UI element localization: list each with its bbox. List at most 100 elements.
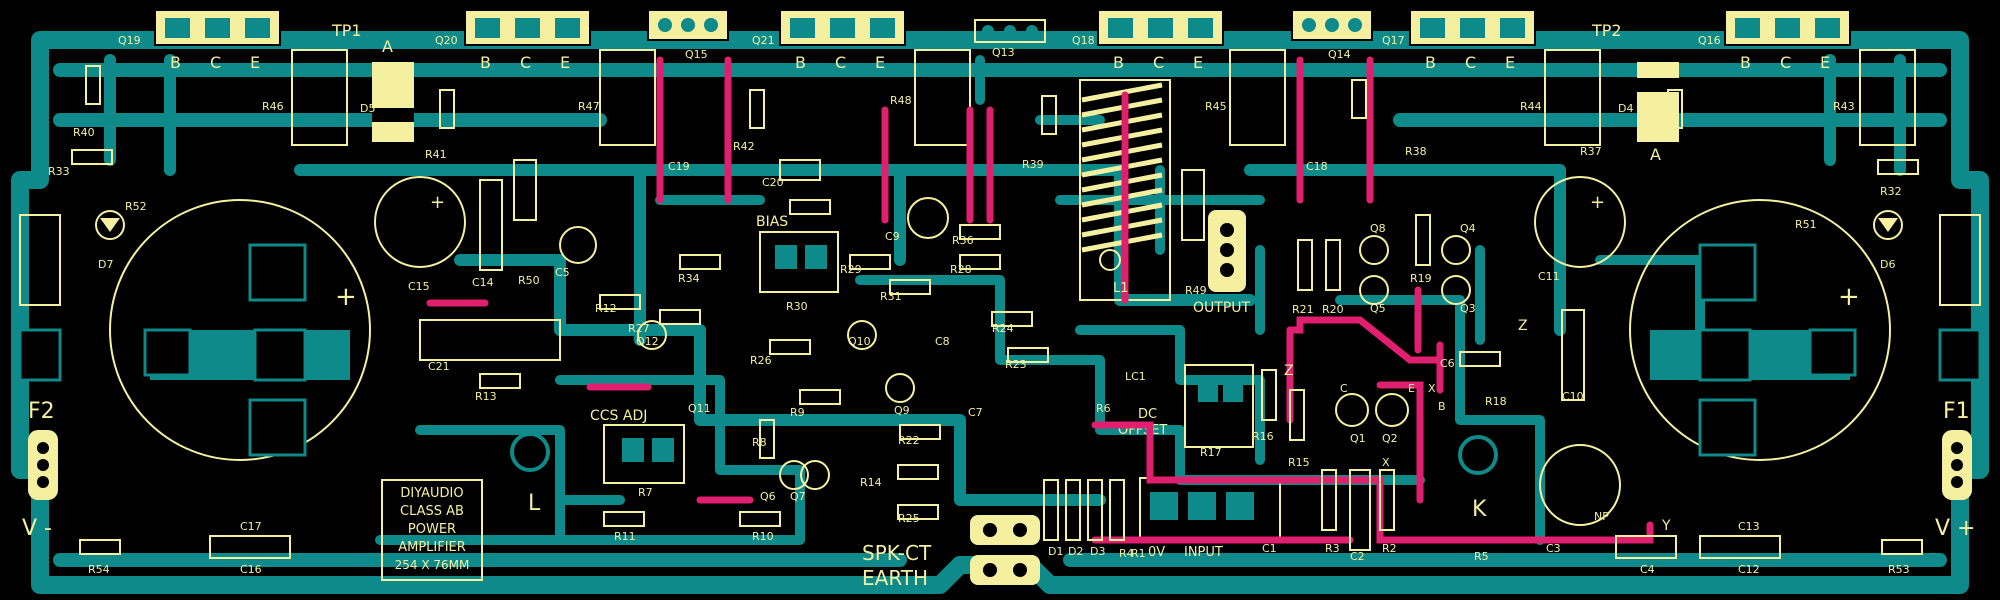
ref-r30: R30 <box>786 300 808 313</box>
ref-c16: C16 <box>240 563 262 576</box>
bias-trimmer[interactable]: BIAS <box>756 214 839 293</box>
ref-r54: R54 <box>88 563 110 576</box>
led-d7: D7 <box>95 210 125 271</box>
ref-c21: C21 <box>428 360 450 373</box>
ref-r13: R13 <box>475 390 497 403</box>
spk-ct-label: SPK-CT <box>862 541 932 565</box>
pin-c: C <box>1153 53 1164 72</box>
ref-c19: C19 <box>668 160 690 173</box>
cap-c11: + <box>1534 176 1626 268</box>
ov-label: 0V <box>1148 545 1165 560</box>
plus-mark-right: + <box>1838 282 1860 312</box>
ref-c2: C2 <box>1350 550 1365 563</box>
output-connector[interactable]: OUTPUT <box>1193 210 1251 316</box>
ref-r51: R51 <box>1795 218 1817 231</box>
ref-r5: R5 <box>1474 550 1489 563</box>
pin-c: C <box>210 53 221 72</box>
transistor-q15: Q15 <box>647 9 729 61</box>
transistor-q13: Q13 <box>974 19 1046 59</box>
fuse-f1: F1 V + <box>1935 214 1982 541</box>
ref-r36: R36 <box>952 234 974 247</box>
ref-q6: Q6 <box>760 490 776 503</box>
transistor-q21: Q21 B C E <box>752 9 906 72</box>
plus-mark: + <box>1590 192 1605 213</box>
pin-e: E <box>1820 53 1830 72</box>
z-mark-left: Z <box>1284 363 1294 379</box>
ref-q11: Q11 <box>688 402 711 415</box>
ref-q14: Q14 <box>1328 48 1351 61</box>
main-capacitor-right: + <box>1629 199 1891 461</box>
ref-q10: Q10 <box>848 335 871 348</box>
input-connector[interactable]: 0V INPUT <box>1139 477 1281 560</box>
pin-e: E <box>560 53 570 72</box>
ref-d4: D4 <box>1618 102 1633 115</box>
ref-r52: R52 <box>125 200 147 213</box>
ref-d2: D2 <box>1068 545 1083 558</box>
pin-c: C <box>1465 53 1476 72</box>
transistor-q19: Q19 B C E <box>118 9 281 72</box>
ref-r39: R39 <box>1022 158 1044 171</box>
ref-r16: R16 <box>1252 430 1274 443</box>
v-plus-label: V + <box>1935 516 1975 541</box>
ref-l1: L1 <box>1113 281 1129 296</box>
k-mark: K <box>1472 497 1487 522</box>
output-label: OUTPUT <box>1193 300 1251 316</box>
ref-r43: R43 <box>1833 100 1855 113</box>
ref-r38: R38 <box>1405 145 1427 158</box>
title-line-1: DIYAUDIO <box>400 486 463 501</box>
title-line-5: 254 X 76MM <box>395 558 470 572</box>
led-d6: D6 <box>1873 210 1903 271</box>
ref-q4: Q4 <box>1460 222 1476 235</box>
transistor-q18: Q18 B C E <box>1072 9 1224 72</box>
ref-r9: R9 <box>790 406 805 419</box>
resistor-bank <box>291 49 1916 146</box>
l-mark: L <box>528 491 541 516</box>
ref-r34: R34 <box>678 272 700 285</box>
ccs-adj-trimmer[interactable]: CCS ADJ <box>590 408 685 484</box>
y-mark: Y <box>1661 518 1671 534</box>
transistor-q16: Q16 B C E <box>1698 9 1851 72</box>
x-mark-2: X <box>1382 456 1390 469</box>
ref-d3: D3 <box>1090 545 1105 558</box>
ref-r11: R11 <box>614 530 636 543</box>
ref-r17: R17 <box>1200 446 1222 459</box>
ref-r45: R45 <box>1205 100 1227 113</box>
ref-r33: R33 <box>48 165 70 178</box>
ref-r46: R46 <box>262 100 284 113</box>
ref-r20: R20 <box>1322 303 1344 316</box>
ref-c18: C18 <box>1306 160 1328 173</box>
title-line-2: CLASS AB <box>400 504 464 519</box>
pin-b: B <box>170 53 181 72</box>
ref-d5: D5 <box>360 102 375 115</box>
ref-q19: Q19 <box>118 34 141 47</box>
ref-r37: R37 <box>1580 145 1602 158</box>
ref-q9: Q9 <box>894 404 910 417</box>
pin-e: E <box>1505 53 1515 72</box>
resistor-labels: R46 R47 R48 R45 R44 R43 <box>262 94 1855 113</box>
ccs-adj-label: CCS ADJ <box>590 408 647 424</box>
ref-r22: R22 <box>898 434 920 447</box>
ref-d6: D6 <box>1880 258 1895 271</box>
ref-c15: C15 <box>408 280 430 293</box>
spk-ct-connector[interactable]: SPK-CT <box>862 515 1040 565</box>
ref-d7: D7 <box>98 258 113 271</box>
ref-r18: R18 <box>1485 395 1507 408</box>
ref-f2: F2 <box>28 399 55 424</box>
ref-q2: Q2 <box>1382 432 1398 445</box>
ref-r24: R24 <box>992 322 1014 335</box>
pin-b: B <box>795 53 806 72</box>
e-mark: E <box>1408 382 1415 395</box>
ref-r3: R3 <box>1325 542 1340 555</box>
small-components <box>71 65 1923 559</box>
ref-q16: Q16 <box>1698 34 1721 47</box>
earth-connector[interactable]: EARTH <box>862 555 1040 590</box>
tp1-label: TP1 <box>331 21 362 40</box>
ref-r19: R19 <box>1410 272 1432 285</box>
ref-q7: Q7 <box>790 490 806 503</box>
anode-mark: A <box>1650 145 1661 164</box>
transistor-q14: Q14 <box>1291 9 1373 61</box>
ref-r41: R41 <box>425 148 447 161</box>
title-line-3: POWER <box>408 522 456 537</box>
pin-e: E <box>875 53 885 72</box>
transistor-q20: Q20 B C E <box>435 9 591 72</box>
